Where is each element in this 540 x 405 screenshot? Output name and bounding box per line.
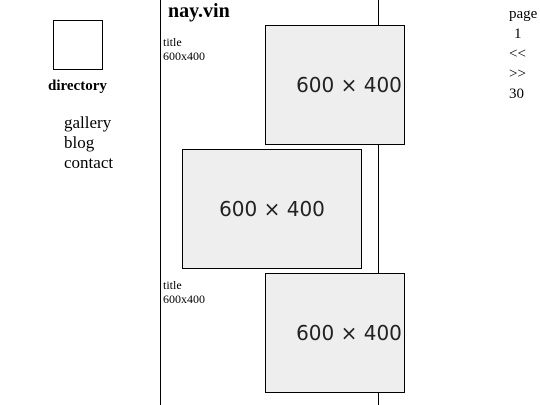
- site-title[interactable]: nay.vin: [168, 0, 230, 22]
- post-caption: title 600x400: [163, 35, 205, 63]
- post-caption-size: 600x400: [163, 49, 205, 63]
- pagination: page 1 << >> 30: [509, 4, 537, 104]
- directory-heading: directory: [48, 78, 107, 94]
- post-caption-title: title: [163, 278, 182, 292]
- logo-placeholder: [53, 20, 103, 70]
- nav-item-blog[interactable]: blog: [64, 133, 113, 153]
- thumbnail-label: 600 × 400: [296, 73, 402, 97]
- pager-total-pages: 30: [509, 86, 524, 102]
- pager-prev-link[interactable]: <<: [509, 46, 526, 62]
- nav-item-contact[interactable]: contact: [64, 153, 113, 173]
- post-thumbnail[interactable]: 600 × 400: [182, 149, 362, 269]
- pager-current-page: 1: [514, 26, 522, 42]
- post-thumbnail[interactable]: 600 × 400: [265, 273, 405, 393]
- thumbnail-label: 600 × 400: [296, 321, 402, 345]
- nav-link-contact[interactable]: contact: [64, 153, 114, 172]
- post-caption-title: title: [163, 35, 182, 49]
- post-caption-size: 600x400: [163, 292, 205, 306]
- pager-label: page: [509, 6, 538, 22]
- directory-nav: gallery blog contact: [64, 113, 113, 173]
- post-thumbnail[interactable]: 600 × 400: [265, 25, 405, 145]
- nav-link-gallery[interactable]: gallery: [64, 113, 112, 132]
- thumbnail-label: 600 × 400: [219, 197, 325, 221]
- nav-item-gallery[interactable]: gallery: [64, 113, 113, 133]
- post-caption: title 600x400: [163, 278, 205, 306]
- nav-link-blog[interactable]: blog: [64, 133, 95, 152]
- content-column: nay.vin title 600x400 600 × 400 600 × 40…: [160, 0, 405, 405]
- pager-next-link[interactable]: >>: [509, 66, 526, 82]
